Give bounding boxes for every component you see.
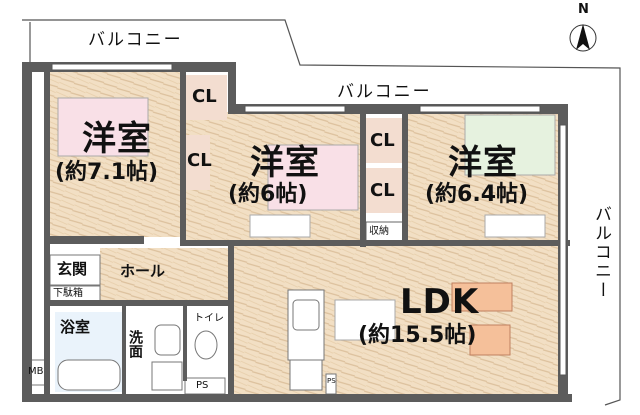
- western3-size: (約6.4帖): [425, 182, 529, 207]
- closet-3: [366, 118, 402, 163]
- closet-label-4: CL: [370, 180, 395, 201]
- dining-table: [334, 299, 396, 341]
- balcony-top-right-label: バルコニー: [337, 82, 432, 102]
- wash-label: 洗面: [127, 330, 143, 358]
- balcony-top-left-label: バルコニー: [88, 30, 183, 50]
- closet-label-2: CL: [187, 150, 212, 171]
- sofa: [451, 282, 513, 312]
- window-right: [559, 124, 567, 376]
- sink: [154, 324, 181, 356]
- ldk-name: LDK: [400, 282, 480, 322]
- western1-size: (約7.1帖): [55, 160, 159, 185]
- compass-north-label: N: [578, 2, 589, 17]
- hall-label: ホール: [120, 262, 166, 280]
- toilet-label: トイレ: [194, 313, 224, 324]
- window-top-right: [419, 105, 541, 113]
- ps-label-2: PS: [327, 377, 336, 385]
- ldk-size: (約15.5帖): [358, 323, 477, 348]
- bed-2: [267, 144, 359, 211]
- lounge-chair: [469, 324, 511, 356]
- ps-label-1: PS: [196, 380, 209, 391]
- storage-label: 収納: [369, 226, 389, 237]
- entrance-area: [49, 254, 101, 286]
- closet-1: [185, 75, 227, 120]
- hall-floor: [100, 248, 232, 300]
- stove: [289, 359, 323, 391]
- north-arrow-icon: [569, 24, 597, 52]
- balcony-outline: [22, 19, 621, 406]
- closet-4: [366, 168, 402, 213]
- entrance-label: 玄関: [57, 260, 88, 278]
- western2-size: (約6帖): [228, 182, 308, 207]
- bed-1: [57, 97, 149, 157]
- western2-name: 洋室: [250, 143, 320, 183]
- desk-1: [249, 214, 311, 238]
- window-top-mid: [244, 105, 346, 113]
- closet-2: [185, 135, 210, 190]
- window-top-left: [51, 63, 173, 71]
- shoe-box-label: 下駄箱: [53, 288, 83, 299]
- closet-label-3: CL: [370, 130, 395, 151]
- balcony-right-label: バルコニー: [591, 205, 611, 300]
- bathtub: [57, 359, 121, 391]
- washer: [151, 361, 183, 391]
- desk-2: [484, 214, 546, 238]
- closet-label-1: CL: [192, 86, 217, 107]
- mb-label: MB: [28, 366, 44, 377]
- bed-3: [464, 114, 556, 176]
- bath-label: 浴室: [60, 318, 91, 336]
- kitchen-sink: [292, 299, 320, 331]
- toilet-bowl: [194, 330, 218, 360]
- western1-name: 洋室: [82, 119, 152, 159]
- western3-name: 洋室: [448, 143, 518, 183]
